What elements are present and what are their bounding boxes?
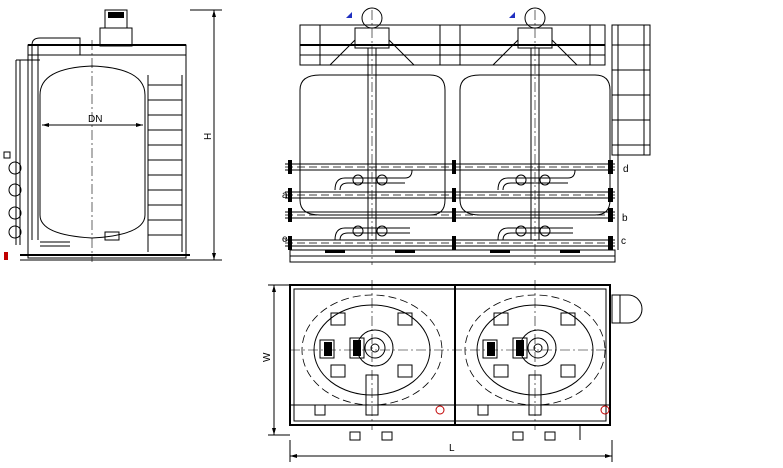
side-view: DN H bbox=[3, 9, 222, 262]
plan-outline bbox=[289, 284, 611, 426]
front-view: a e d b c bbox=[282, 7, 651, 265]
valve-icon bbox=[8, 161, 22, 175]
tank-plan-left bbox=[301, 294, 443, 416]
tank-plan-right bbox=[464, 294, 606, 416]
l-label: L bbox=[449, 443, 455, 454]
side-tank bbox=[39, 65, 146, 239]
ladder-platform-plan bbox=[611, 294, 643, 324]
nozzle-label-a: a bbox=[282, 190, 288, 201]
side-frame bbox=[27, 44, 187, 259]
nozzle-label-e: e bbox=[282, 234, 288, 245]
front-ladder bbox=[611, 24, 651, 156]
plan-view: W L bbox=[262, 280, 643, 462]
nozzle-label-b: b bbox=[622, 213, 628, 224]
agitator-motor-right bbox=[492, 7, 578, 66]
side-ladder bbox=[147, 75, 183, 252]
nozzle-label-d: d bbox=[623, 164, 629, 175]
marker bbox=[4, 252, 8, 260]
nozzle-label-c: c bbox=[621, 236, 626, 247]
header-pipes bbox=[285, 160, 615, 250]
h-label: H bbox=[203, 133, 214, 140]
w-label: W bbox=[262, 352, 273, 362]
agitator-motor-left bbox=[329, 7, 415, 66]
dn-label: DN bbox=[88, 114, 102, 125]
tank-left bbox=[299, 74, 446, 216]
